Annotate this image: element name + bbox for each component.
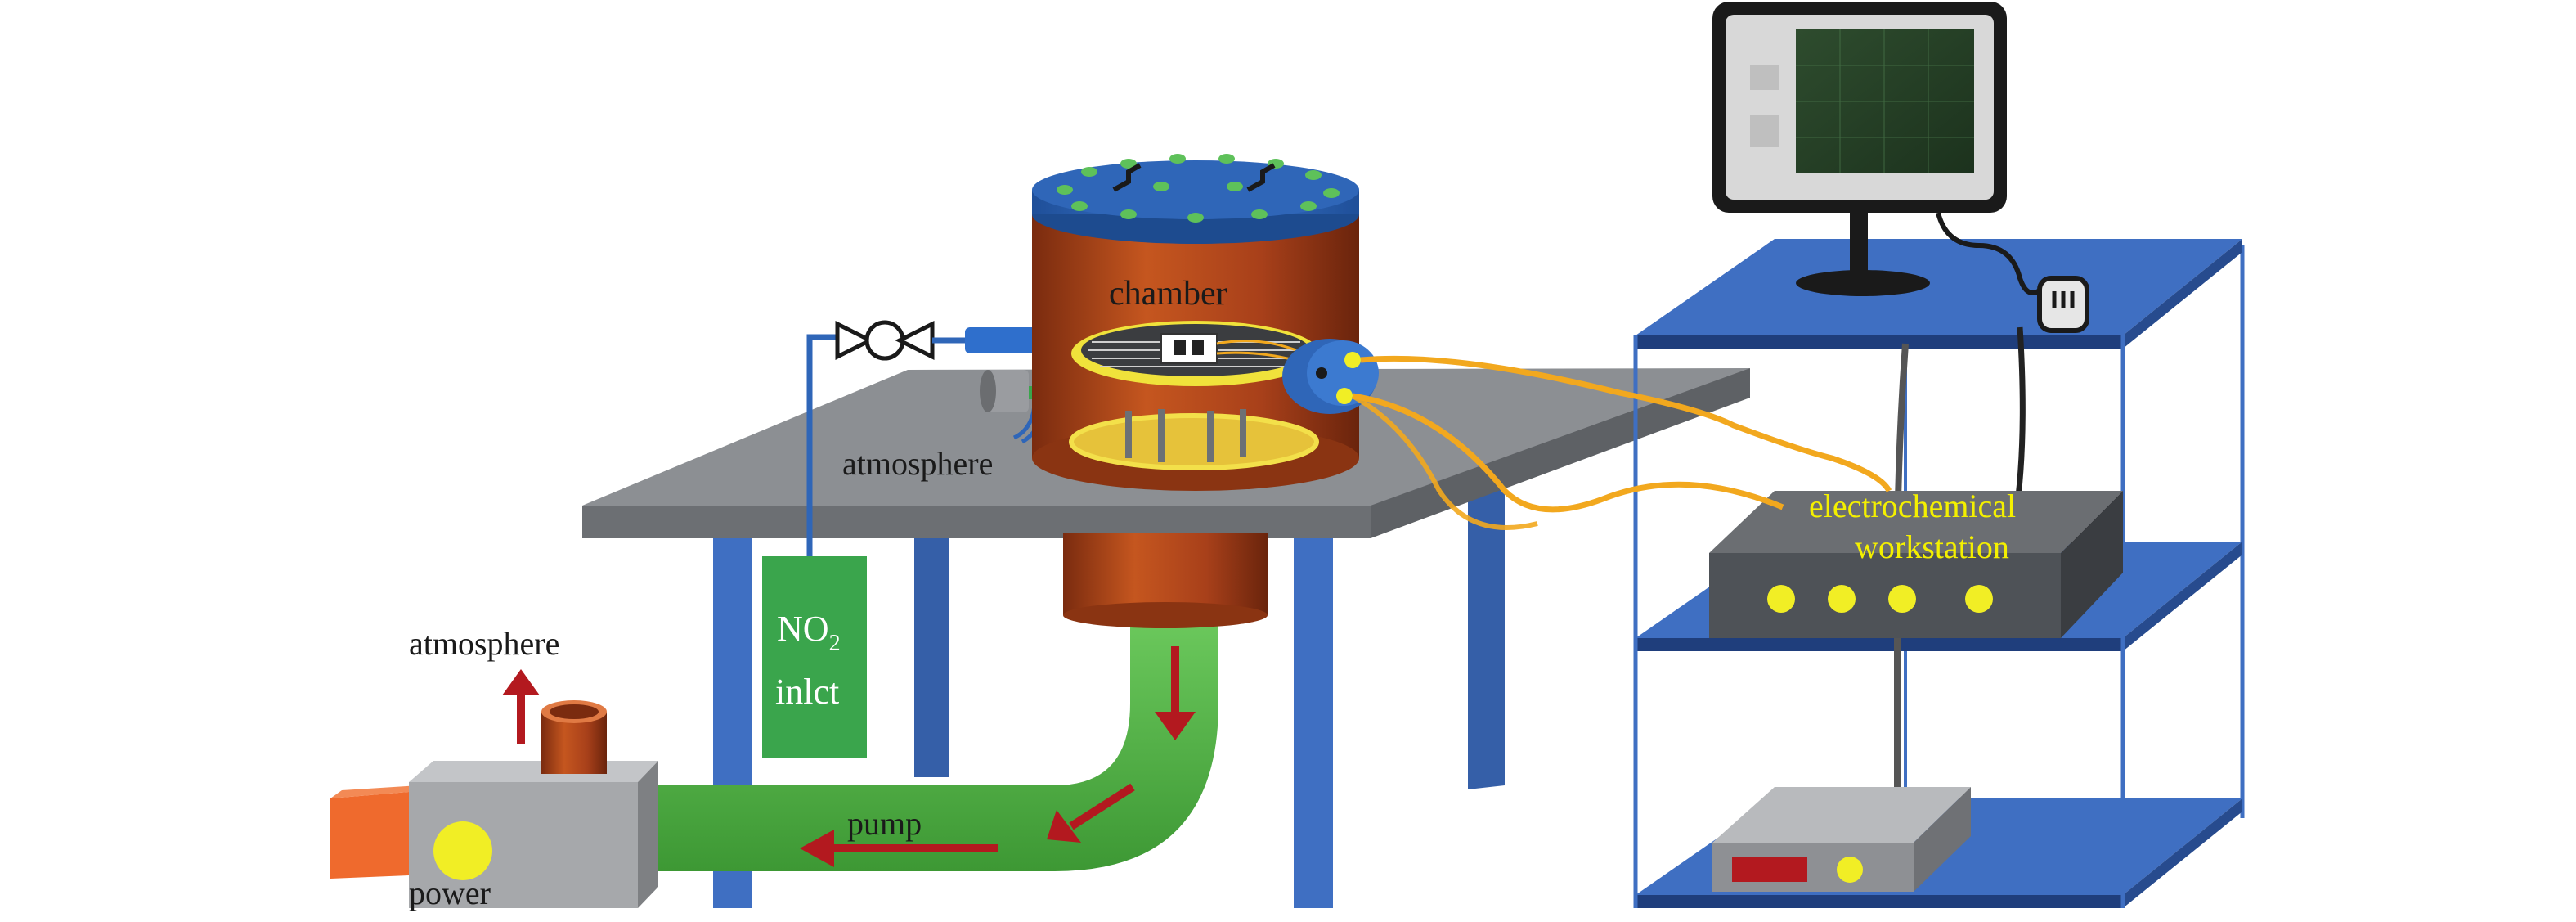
device-display	[1732, 857, 1807, 882]
power-label: power	[409, 875, 491, 911]
lid-bolts	[1057, 154, 1340, 223]
no2-label: NO2	[777, 609, 841, 656]
valve-right-wing	[895, 320, 935, 361]
workstation-knob-3[interactable]	[1888, 585, 1916, 613]
pump-unit	[330, 700, 658, 908]
shelf-top	[1636, 239, 2242, 335]
workstation-knob-4[interactable]	[1965, 585, 1993, 613]
arrow-up	[502, 669, 540, 744]
pipe-body	[646, 622, 1218, 871]
power-plug	[330, 792, 409, 879]
power-button[interactable]	[433, 821, 492, 880]
signal-cable-2	[1352, 393, 1784, 513]
arrow-down	[1155, 646, 1196, 740]
no2-tube	[806, 334, 842, 556]
mouse-icon[interactable]	[2037, 276, 2089, 333]
reaction-chamber	[1032, 154, 1359, 491]
monitor	[1712, 2, 2089, 333]
arrow-left	[800, 830, 998, 867]
electrochemical-workstation	[1709, 491, 2123, 638]
no2-inlet: NO2 inlct	[762, 334, 867, 758]
signal-cable-1	[1360, 355, 1892, 492]
pump-box-side	[638, 761, 658, 908]
monitor-base	[1796, 270, 1930, 296]
sensor-chip	[1160, 333, 1218, 364]
pump-box-top	[409, 761, 658, 782]
no2-label-main: NO	[777, 609, 829, 649]
signal-cable-3	[1351, 394, 1538, 530]
chamber-label: chamber	[1109, 275, 1227, 313]
chamber-lid	[1032, 160, 1359, 219]
valve[interactable]	[835, 320, 1061, 361]
workstation-top	[1709, 491, 2123, 553]
table-leg-back-left	[914, 524, 949, 777]
table-top-edge	[582, 506, 1371, 538]
atmosphere-left-label: atmosphere	[409, 625, 559, 662]
table-leg-front-right	[1294, 538, 1333, 908]
workstation-side	[2061, 491, 2123, 638]
no2-label-line2: inlct	[775, 672, 839, 712]
workstation-label-line2: workstation	[1855, 528, 2009, 565]
table-leg-back-right	[1468, 466, 1505, 789]
no2-label-sub: 2	[829, 631, 841, 656]
chamber-lower	[1063, 533, 1268, 628]
workstation-knob-1[interactable]	[1767, 585, 1795, 613]
flow-arrows	[502, 646, 1196, 867]
pump-label: pump	[847, 805, 922, 842]
device-knob[interactable]	[1837, 857, 1863, 883]
atmosphere-top-label: atmosphere	[842, 445, 993, 482]
arrow-diagonal	[1047, 783, 1135, 843]
workstation-knob-2[interactable]	[1828, 585, 1856, 613]
workstation-front	[1709, 553, 2061, 638]
bottom-device	[1712, 787, 1971, 892]
pump-pipe	[646, 622, 1218, 871]
no2-box	[762, 556, 867, 758]
table-top-side	[1371, 368, 1750, 538]
workstation-label-line1: electrochemical	[1809, 488, 2016, 524]
valve-left-wing	[835, 320, 875, 361]
chamber-base-window	[1069, 413, 1319, 470]
